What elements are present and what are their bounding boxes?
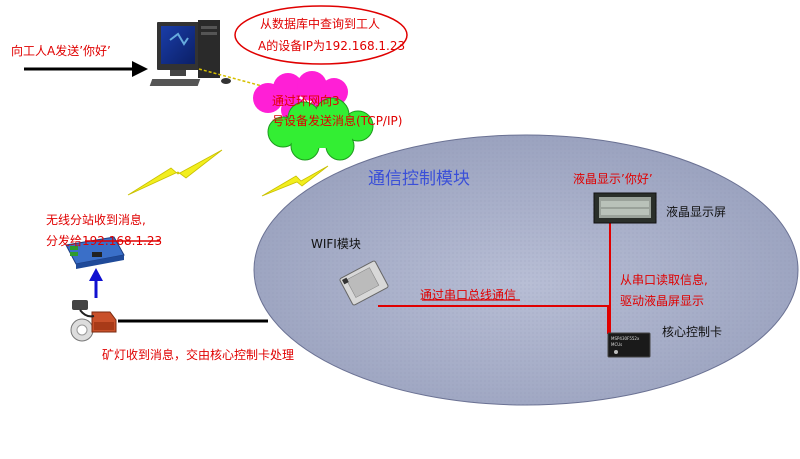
serial-read-label-line2: 驱动液晶屏显示	[620, 294, 705, 308]
chip-text-1: MSP430F552x	[611, 336, 640, 341]
ring-net-label-line1: 通过环网向3	[272, 94, 340, 108]
lcd-screen-icon	[593, 192, 657, 224]
wireless-label-line1: 无线分站收到消息,	[46, 213, 146, 227]
serial-read-label-line1: 从串口读取信息,	[620, 273, 708, 287]
db-query-callout	[234, 5, 408, 65]
lightning-icon	[127, 149, 223, 196]
wifi-module-icon	[339, 260, 389, 306]
arrow-to-computer	[132, 61, 148, 77]
lcd-screen-label: 液晶显示屏	[666, 205, 727, 219]
chip-text-2: MCUs	[611, 342, 622, 347]
serial-comm-label: 通过串口总线通信	[420, 288, 517, 302]
lcd-show-label: 液晶显示’你好’	[573, 172, 653, 186]
db-query-label-line1: 从数据库中查询到工人	[260, 17, 381, 31]
lamp-received-label: 矿灯收到消息，交由核心控制卡处理	[102, 348, 295, 362]
arrow-up	[89, 268, 103, 281]
comm-module-title: 通信控制模块	[368, 169, 470, 189]
mine-lamp-icon	[70, 300, 117, 342]
core-card-label: 核心控制卡	[662, 325, 723, 339]
send-hello-label: 向工人A发送’你好’	[11, 44, 111, 58]
computer-icon	[149, 20, 231, 86]
control-chip-icon: MSP430F552x MCUs	[607, 332, 651, 358]
db-query-label-line2: A的设备IP为192.168.1.23	[258, 39, 406, 53]
ring-net-label-line2: 号设备发送消息(TCP/IP)	[272, 114, 403, 128]
lightning-icon	[261, 165, 329, 197]
wireless-station-icon	[65, 236, 125, 269]
wifi-module-label: WIFI模块	[311, 237, 361, 251]
wireless-label-line2: 分发给192.168.1.23	[46, 234, 163, 248]
